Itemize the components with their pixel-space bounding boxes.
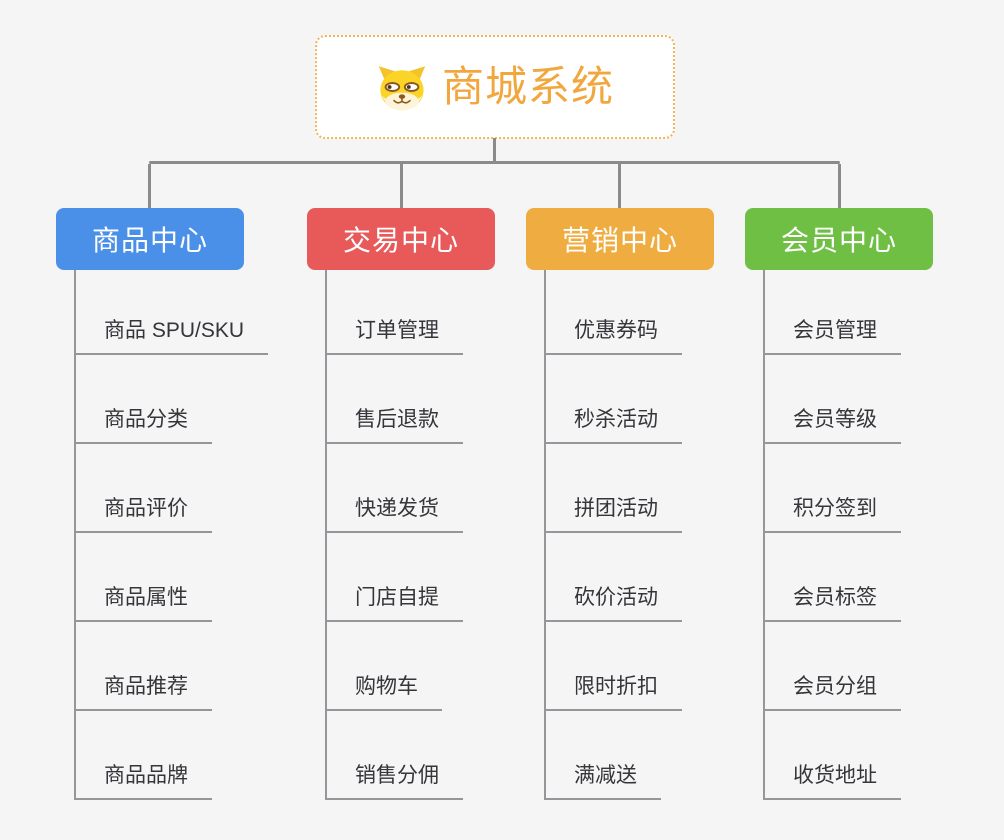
branch-trade-center: 交易中心 订单管理 售后退款 快递发货 门店自提 购物车 销售分佣 — [307, 208, 495, 800]
node-item: 销售分佣 — [327, 711, 587, 800]
node-item: 会员标签 — [765, 533, 1004, 622]
node-item-label[interactable]: 购物车 — [327, 622, 442, 711]
node-item-label[interactable]: 售后退款 — [327, 355, 463, 444]
root-topic-title: 商城系统 — [441, 63, 614, 110]
node-item: 商品品牌 — [76, 711, 336, 800]
node-item: 购物车 — [327, 622, 587, 711]
node-item-label[interactable]: 商品属性 — [76, 533, 212, 622]
node-item-label[interactable]: 砍价活动 — [546, 533, 682, 622]
node-item: 售后退款 — [327, 355, 587, 444]
node-item: 秒杀活动 — [546, 355, 806, 444]
node-item-label[interactable]: 会员管理 — [765, 270, 901, 355]
node-item: 收货地址 — [765, 711, 1004, 800]
branch-children-trade: 订单管理 售后退款 快递发货 门店自提 购物车 销售分佣 — [325, 270, 587, 800]
node-item: 门店自提 — [327, 533, 587, 622]
connector-drop-product — [148, 164, 151, 208]
node-item-label[interactable]: 收货地址 — [765, 711, 901, 800]
node-item: 会员管理 — [765, 270, 1004, 355]
node-item-label[interactable]: 拼团活动 — [546, 444, 682, 533]
node-item-label[interactable]: 商品评价 — [76, 444, 212, 533]
node-item: 限时折扣 — [546, 622, 806, 711]
node-item-label[interactable]: 限时折扣 — [546, 622, 682, 711]
node-item: 商品评价 — [76, 444, 336, 533]
branch-label: 交易中心 — [342, 225, 459, 256]
node-item: 商品 SPU/SKU — [76, 270, 336, 355]
node-item-label[interactable]: 快递发货 — [327, 444, 463, 533]
node-item-label[interactable]: 商品品牌 — [76, 711, 212, 800]
node-item-label[interactable]: 门店自提 — [327, 533, 463, 622]
node-item-label[interactable]: 会员等级 — [765, 355, 901, 444]
branch-product-center: 商品中心 商品 SPU/SKU 商品分类 商品评价 商品属性 商品推荐 商品品牌 — [56, 208, 269, 800]
node-item: 满减送 — [546, 711, 806, 800]
node-item-label[interactable]: 商品 SPU/SKU — [76, 270, 269, 355]
branch-children-product: 商品 SPU/SKU 商品分类 商品评价 商品属性 商品推荐 商品品牌 — [74, 270, 336, 800]
node-item: 会员等级 — [765, 355, 1004, 444]
branch-header-marketing-center[interactable]: 营销中心 — [526, 208, 714, 270]
branch-header-member-center[interactable]: 会员中心 — [745, 208, 933, 270]
node-item-label[interactable]: 商品分类 — [76, 355, 212, 444]
node-item-label[interactable]: 会员分组 — [765, 622, 901, 711]
node-item-label[interactable]: 商品推荐 — [76, 622, 212, 711]
branch-marketing-center: 营销中心 优惠券码 秒杀活动 拼团活动 砍价活动 限时折扣 满减送 — [526, 208, 714, 800]
dog-mascot-icon — [378, 66, 426, 111]
root-topic-node[interactable]: 商城系统 — [315, 35, 675, 139]
node-item: 会员分组 — [765, 622, 1004, 711]
connector-horizontal-bus — [149, 161, 840, 164]
connector-root-vertical — [493, 138, 496, 164]
node-item: 砍价活动 — [546, 533, 806, 622]
branch-label: 会员中心 — [780, 225, 897, 256]
branch-header-trade-center[interactable]: 交易中心 — [307, 208, 495, 270]
connector-drop-trade — [400, 164, 403, 208]
node-item: 商品推荐 — [76, 622, 336, 711]
node-item-label[interactable]: 会员标签 — [765, 533, 901, 622]
node-item-label[interactable]: 优惠券码 — [546, 270, 682, 355]
branch-children-marketing: 优惠券码 秒杀活动 拼团活动 砍价活动 限时折扣 满减送 — [544, 270, 806, 800]
node-item: 快递发货 — [327, 444, 587, 533]
node-item-label[interactable]: 订单管理 — [327, 270, 463, 355]
branch-label: 商品中心 — [91, 225, 208, 256]
node-item: 优惠券码 — [546, 270, 806, 355]
node-item: 商品属性 — [76, 533, 336, 622]
node-item: 商品分类 — [76, 355, 336, 444]
node-item-label[interactable]: 积分签到 — [765, 444, 901, 533]
connector-drop-member — [838, 164, 841, 208]
node-item-label[interactable]: 销售分佣 — [327, 711, 463, 800]
node-item: 订单管理 — [327, 270, 587, 355]
node-item: 拼团活动 — [546, 444, 806, 533]
branch-member-center: 会员中心 会员管理 会员等级 积分签到 会员标签 会员分组 收货地址 — [745, 208, 933, 800]
node-item: 积分签到 — [765, 444, 1004, 533]
node-item-label[interactable]: 秒杀活动 — [546, 355, 682, 444]
branch-label: 营销中心 — [561, 225, 678, 256]
connector-drop-marketing — [618, 164, 621, 208]
node-item-label[interactable]: 满减送 — [546, 711, 661, 800]
branch-header-product-center[interactable]: 商品中心 — [56, 208, 244, 270]
branch-children-member: 会员管理 会员等级 积分签到 会员标签 会员分组 收货地址 — [763, 270, 1004, 800]
